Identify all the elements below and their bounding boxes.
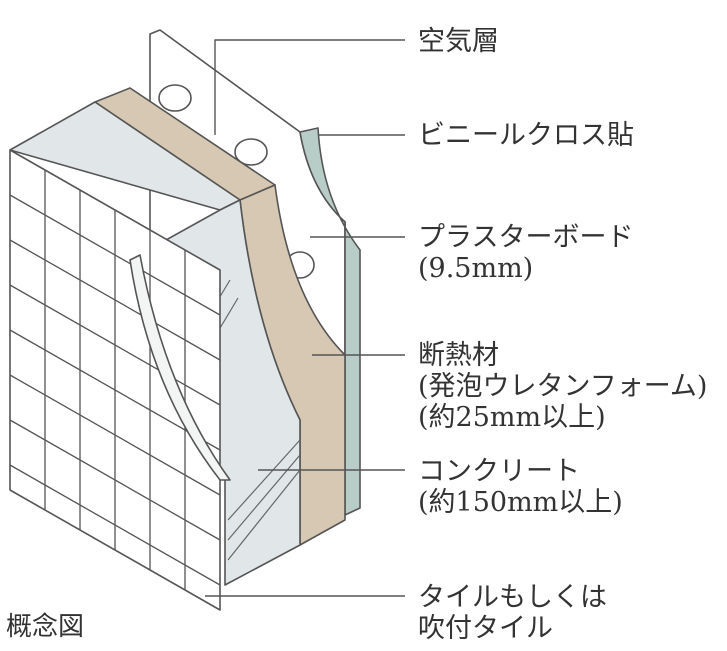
leader-lines (205, 39, 405, 597)
label-insulation-name: 断熱材 (418, 340, 499, 371)
label-plaster-board-spec: (9.5mm) (418, 253, 534, 284)
label-concrete-spec: (約150mm以上) (418, 487, 623, 518)
caption: 概念図 (6, 612, 85, 642)
label-insulation-spec1: (発泡ウレタンフォーム) (418, 371, 708, 402)
label-tile-line1: タイルもしくは (418, 582, 607, 613)
label-concrete-name: コンクリート (418, 456, 580, 487)
label-insulation-spec2: (約25mm以上) (418, 402, 606, 433)
label-tile: タイルもしくは 吹付タイル (418, 582, 607, 644)
label-vinyl-cloth: ビニールクロス貼 (418, 120, 634, 151)
label-tile-line2: 吹付タイル (418, 613, 553, 644)
label-insulation: 断熱材 (発泡ウレタンフォーム) (約25mm以上) (418, 340, 707, 433)
label-plaster-board-name: プラスターボード (418, 222, 634, 253)
label-concrete: コンクリート (約150mm以上) (418, 456, 623, 518)
tile-edge (129, 254, 231, 481)
label-plaster-board: プラスターボード (9.5mm) (418, 222, 633, 284)
label-air-layer: 空気層 (418, 26, 499, 57)
